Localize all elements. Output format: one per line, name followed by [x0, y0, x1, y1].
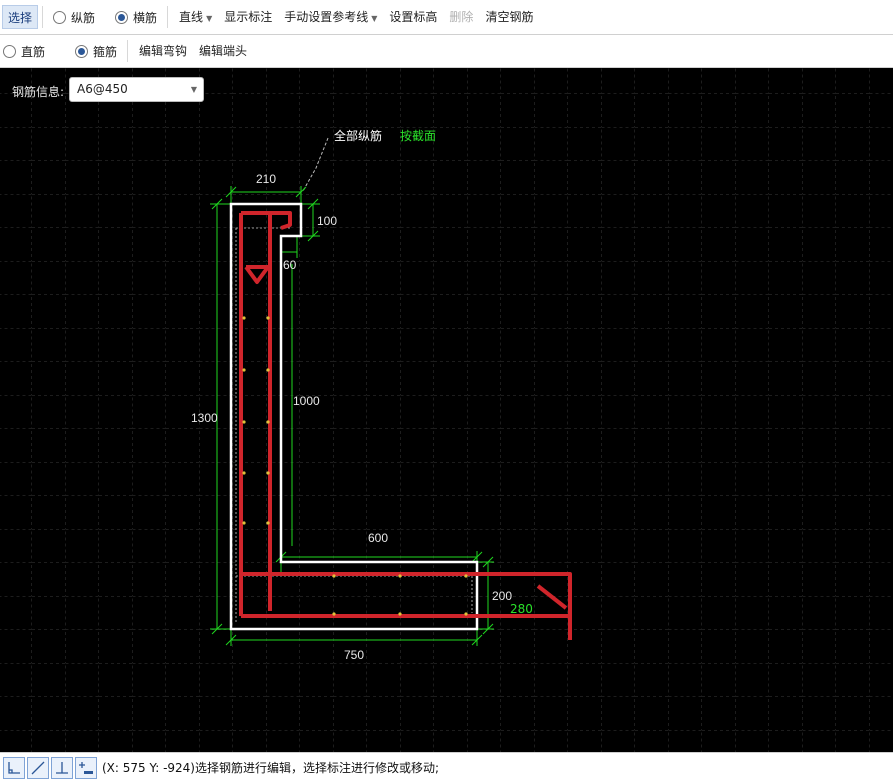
clear-rebar-button[interactable]: 清空钢筋	[485, 10, 534, 24]
rebar-info-value: A6@450	[77, 82, 128, 96]
corner-snap-icon[interactable]	[3, 756, 25, 779]
radio-checked-icon	[115, 10, 129, 24]
cover-line	[235, 227, 473, 623]
sub-toolbar: 直筋 箍筋 编辑弯钩 编辑端头	[0, 35, 893, 68]
chevron-down-icon: ▼	[190, 85, 197, 94]
add-dimension-icon[interactable]	[75, 756, 97, 779]
set-elevation-button[interactable]: 设置标高	[389, 10, 438, 24]
dim-750[interactable]: 750	[344, 648, 364, 662]
longitudinal-label: 纵筋	[71, 10, 96, 25]
dim-210[interactable]: 210	[256, 172, 276, 186]
status-text: (X: 575 Y: -924)选择钢筋进行编辑，选择标注进行修改或移动;	[102, 761, 440, 775]
manual-reference-label: 手动设置参考线	[284, 10, 369, 24]
dim-200[interactable]: 200	[492, 589, 512, 603]
radio-checked-icon	[75, 44, 89, 58]
manual-reference-dropdown[interactable]: 手动设置参考线▼	[279, 5, 382, 29]
select-button[interactable]: 选择	[2, 5, 39, 29]
radio-icon	[53, 10, 67, 24]
edit-end-button[interactable]: 编辑端头	[199, 44, 248, 58]
stirrup-radio[interactable]: 箍筋	[69, 39, 123, 63]
dim-600[interactable]: 600	[368, 531, 388, 545]
dim-1000[interactable]: 1000	[293, 394, 320, 408]
diagonal-line-icon[interactable]	[27, 756, 49, 779]
longitudinal-rebar-dots[interactable]	[242, 316, 468, 616]
line-label: 直线	[179, 10, 204, 24]
stirrup-label: 箍筋	[93, 44, 118, 59]
status-bar: (X: 575 Y: -924)选择钢筋进行编辑，选择标注进行修改或移动;	[0, 752, 893, 782]
edit-hook-button[interactable]: 编辑弯钩	[139, 44, 188, 58]
delete-button[interactable]: 删除	[449, 10, 474, 24]
rebar-info-label: 钢筋信息:	[12, 85, 65, 99]
rebar-drawing[interactable]: 全部纵筋 按截面	[0, 68, 893, 752]
main-toolbar: 选择 纵筋 横筋 直线▼ 显示标注 手动设置参考线▼ 设置标高 删除 清空钢筋	[0, 0, 893, 35]
grid-background	[0, 68, 893, 752]
drawing-canvas[interactable]: 全部纵筋 按截面	[0, 68, 893, 752]
dim-280[interactable]: 280	[510, 602, 533, 616]
divider	[42, 6, 44, 28]
transverse-radio[interactable]: 横筋	[109, 5, 163, 29]
line-dropdown[interactable]: 直线▼	[174, 5, 217, 29]
callout-by-section[interactable]: 按截面	[400, 129, 436, 143]
stirrup-rebar[interactable]	[239, 211, 572, 640]
rebar-info-select[interactable]: A6@450 ▼	[69, 77, 204, 102]
dim-1300[interactable]: 1300	[191, 411, 218, 425]
straight-radio[interactable]: 直筋	[0, 39, 51, 63]
chevron-down-icon: ▼	[371, 14, 378, 23]
transverse-label: 横筋	[133, 10, 158, 25]
chevron-down-icon: ▼	[206, 14, 213, 23]
callout-all-rebar[interactable]: 全部纵筋	[334, 128, 382, 143]
dim-100[interactable]: 100	[317, 214, 337, 228]
section-outline[interactable]	[229, 202, 479, 631]
radio-icon	[3, 44, 16, 58]
longitudinal-radio[interactable]: 纵筋	[47, 5, 101, 29]
divider	[167, 6, 169, 28]
divider	[127, 40, 129, 62]
perpendicular-icon[interactable]	[51, 756, 73, 779]
show-dimensions-button[interactable]: 显示标注	[224, 10, 273, 24]
callout-leader	[302, 137, 329, 192]
dim-60[interactable]: 60	[283, 258, 297, 272]
straight-label: 直筋	[21, 44, 46, 59]
